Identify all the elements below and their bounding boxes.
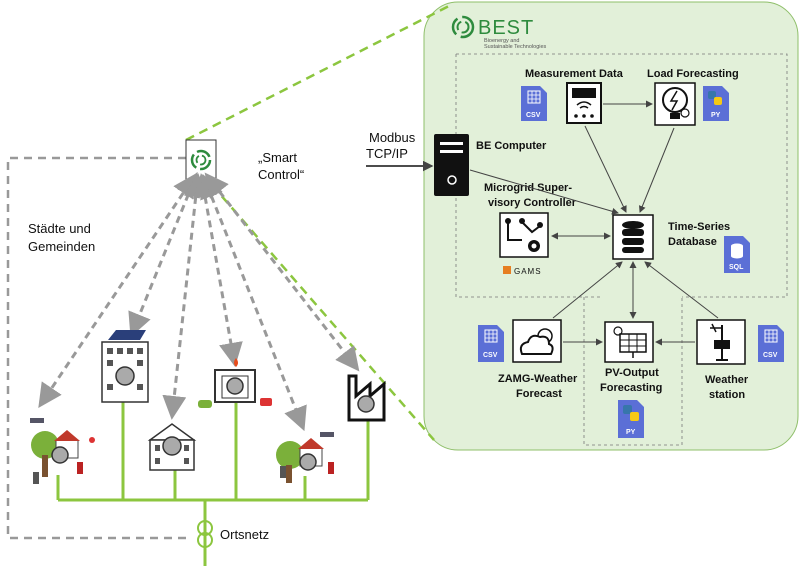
tsdb-label-1: Time-Series <box>668 221 730 233</box>
grid-lines <box>56 400 370 566</box>
sql-badge: SQL <box>729 264 744 271</box>
lightbulb-icon <box>654 82 696 126</box>
csv-badge-weather: CSV <box>763 352 778 359</box>
zamg-label-2: Forecast <box>516 388 562 400</box>
tsdb-label-2: Database <box>668 236 717 248</box>
gams-label: GAMS <box>514 267 542 276</box>
smart-control-icon <box>185 139 217 181</box>
python-file-icon-load <box>703 86 729 121</box>
school-building-icon <box>147 423 197 471</box>
csv-badge-zamg: CSV <box>483 352 498 359</box>
ortsnetz-loop <box>6 156 190 540</box>
ortsnetz-label: Ortsnetz <box>220 527 269 542</box>
msc-label-1: Microgrid Super- <box>484 182 572 194</box>
zamg-label-1: ZAMG-Weather <box>498 373 578 385</box>
csv-file-icon-weather <box>758 325 784 362</box>
zoom-line-top <box>185 4 450 142</box>
solar-panel-icon <box>604 321 654 363</box>
pv-label-1: PV-Output <box>605 367 659 379</box>
csv-file-icon-zamg <box>478 325 504 362</box>
pv-boundary <box>583 297 683 446</box>
cities-label-1: Städte und <box>28 221 91 236</box>
weather-station-icon <box>696 319 746 365</box>
modbus-label-2: TCP/IP <box>366 146 408 161</box>
csv-badge-measurement: CSV <box>526 112 541 119</box>
modbus-label-1: Modbus <box>369 130 416 145</box>
load-forecasting-label: Load Forecasting <box>647 68 739 80</box>
gams-logo-icon <box>503 266 511 274</box>
house-tree-icon <box>30 418 95 484</box>
smart-control-label-1: „Smart <box>258 150 297 165</box>
measurement-data-label: Measurement Data <box>525 68 624 80</box>
computer-tower-icon <box>434 134 469 196</box>
meter-icon <box>566 82 602 124</box>
py-badge-pv: PY <box>626 429 636 436</box>
sql-file-icon <box>724 236 750 273</box>
python-file-icon-pv <box>618 400 644 438</box>
plant-box-icon <box>198 358 272 408</box>
brand-sub1: Bioenergy and <box>484 38 519 44</box>
csv-file-icon-measurement <box>521 86 547 121</box>
pv-label-2: Forecasting <box>600 382 662 394</box>
best-logo-icon <box>451 15 475 39</box>
transformer-icon <box>197 520 213 548</box>
database-icon <box>612 214 654 260</box>
brand-sub2: Sustainable Technologies <box>484 44 547 50</box>
be-computer-label: BE Computer <box>476 140 547 152</box>
weather-label-2: station <box>709 389 745 401</box>
house-tree-icon-2 <box>276 432 334 483</box>
py-badge-load: PY <box>711 112 721 119</box>
smart-control-label-2: Control“ <box>258 167 304 182</box>
factory-icon <box>347 374 386 422</box>
controller-gears-icon <box>499 212 549 258</box>
apartment-building-icon <box>101 330 149 403</box>
brand-name: BEST <box>478 17 534 39</box>
data-flow-arrows <box>469 100 719 346</box>
weather-cloud-icon <box>512 319 562 363</box>
cities-label-2: Gemeinden <box>28 239 95 254</box>
msc-label-2: visory Controller <box>488 197 577 209</box>
communication-arrows <box>38 171 360 432</box>
weather-label-1: Weather <box>705 374 749 386</box>
